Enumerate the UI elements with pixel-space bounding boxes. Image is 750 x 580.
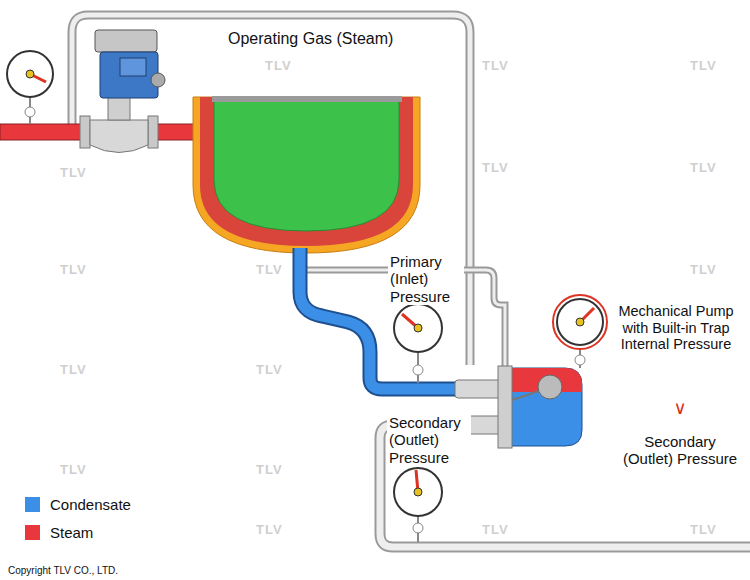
comparison-sign: ∨ <box>666 398 694 419</box>
watermark: TLV <box>690 262 717 277</box>
pressure-gauge <box>394 468 442 516</box>
pipe-label: Mechanical Pump with Built-in Trap Inter… <box>606 303 746 353</box>
legend-swatch <box>25 525 40 540</box>
vessel-jacket <box>193 97 420 253</box>
pressure-gauge <box>7 51 53 97</box>
watermark: TLV <box>265 58 292 73</box>
pressure-gauge <box>557 299 603 345</box>
pipe-label: Secondary (Outlet) Pressure <box>620 433 740 468</box>
pump-cover <box>498 366 512 448</box>
float-ball <box>538 375 562 399</box>
watermark: TLV <box>690 522 717 537</box>
vessel-content <box>214 100 399 231</box>
pressure-gauge <box>394 304 442 352</box>
pipe-label: Secondary (Outlet) Pressure <box>387 414 471 466</box>
vessel-rim <box>212 96 402 102</box>
watermark: TLV <box>482 58 509 73</box>
gas-pipe-inner <box>72 15 470 365</box>
watermark: TLV <box>482 522 509 537</box>
watermark: TLV <box>256 362 283 377</box>
actuator-knob <box>151 73 165 87</box>
watermark: TLV <box>690 58 717 73</box>
watermark: TLV <box>256 262 283 277</box>
watermark: TLV <box>60 362 87 377</box>
actuator-panel <box>120 58 146 76</box>
jacket-steam <box>200 97 413 246</box>
watermark: TLV <box>60 262 87 277</box>
copyright-note: Copyright TLV CO., LTD. <box>8 565 118 577</box>
watermark: TLV <box>60 462 87 477</box>
actuator-box <box>100 52 158 98</box>
watermark: TLV <box>690 160 717 175</box>
gauge-fitting <box>25 107 35 117</box>
watermark: TLV <box>256 462 283 477</box>
pipe-label: Primary (Inlet) Pressure <box>388 253 464 305</box>
watermark: TLV <box>256 522 283 537</box>
flange <box>148 116 158 148</box>
pipe-label: Operating Gas (Steam) <box>228 30 393 48</box>
legend-swatch <box>25 497 40 512</box>
gas-pipe <box>72 15 470 365</box>
pressure-gauge-highlight <box>553 295 607 349</box>
actuator-top <box>95 30 157 52</box>
flange <box>80 116 90 148</box>
watermark: TLV <box>482 160 509 175</box>
watermark: TLV <box>60 165 87 180</box>
valve-bonnet <box>108 96 130 120</box>
valve-body <box>90 120 148 153</box>
inlet-port <box>455 380 503 398</box>
legend-text: Steam <box>50 524 93 541</box>
legend-text: Condensate <box>50 496 131 513</box>
